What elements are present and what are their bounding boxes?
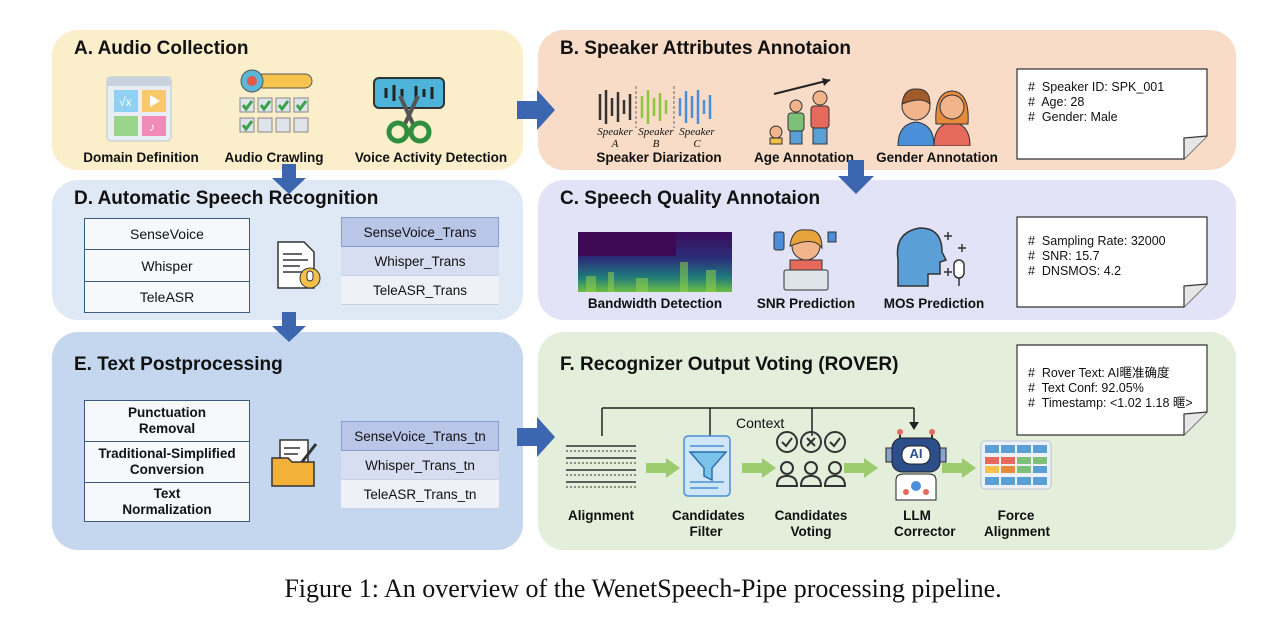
arrow-d-to-e [272,312,306,342]
candidates-voting-icon [775,431,847,487]
asr-trans-teleasr: TeleASR_Trans [341,276,499,305]
domain-definition-icon: √x ♪ [106,76,172,142]
arrow-b-to-c [838,160,874,194]
audio-crawling-icon [239,69,313,133]
panel-title: D. Automatic Speech Recognition [74,188,379,209]
label-audio-crawling: Audio Crawling [224,150,324,165]
context-label: Context [736,415,785,431]
context-feedback-lines [601,407,919,436]
label-mos-prediction: MOS Prediction [883,296,985,311]
speaker-attributes-note: Speaker ID: SPK_001 Age: 28 Gender: Male [1016,68,1208,160]
speaker-a-label: Speaker A [597,126,633,150]
asr-model-sensevoice: SenseVoice [84,218,250,250]
label-voice-activity-detection: Voice Activity Detection [354,150,508,165]
panel-title: B. Speaker Attributes Annotaion [560,38,852,59]
label-bandwidth-detection: Bandwidth Detection [587,296,723,311]
note-line: Sampling Rate: 32000 [1028,234,1166,249]
speech-quality-note: Sampling Rate: 32000 SNR: 15.7 DNSMOS: 4… [1016,216,1208,308]
note-line: Rover Text: AI暱准确度 [1028,366,1193,381]
rover-output-note: Rover Text: AI暱准确度 Text Conf: 92.05% Tim… [1016,344,1208,436]
spectrogram-image [578,232,732,292]
svg-text:♪: ♪ [149,120,155,134]
candidates-filter-icon [683,435,731,497]
label-force-alignment: Force Alignment [984,508,1050,539]
label-alignment: Alignment [568,508,634,523]
panel-speech-quality: C. Speech Quality Annotaion Bandwidth De… [538,180,1236,320]
panel-speaker-attributes: B. Speaker Attributes Annotaion Speaker … [538,30,1236,170]
panel-title: A. Audio Collection [74,38,249,59]
panel-rover: F. Recognizer Output Voting (ROVER) Cont… [538,332,1236,550]
label-domain-definition: Domain Definition [83,150,199,165]
note-line: Age: 28 [1028,95,1164,110]
label-speaker-diarization: Speaker Diarization [596,150,722,165]
step-punctuation-removal: Punctuation Removal [84,400,250,442]
flow-arrow-2 [742,458,776,478]
panel-title: F. Recognizer Output Voting (ROVER) [560,354,899,375]
step-traditional-simplified-conversion: Traditional-Simplified Conversion [84,441,250,483]
alignment-icon [566,445,636,488]
label-snr-prediction: SNR Prediction [756,296,856,311]
mos-prediction-icon [896,227,966,287]
document-speech-icon [277,241,321,289]
note-line: DNSMOS: 4.2 [1028,264,1166,279]
panel-title: E. Text Postprocessing [74,354,283,375]
tn-trans-whisper: Whisper_Trans_tn [341,451,499,480]
tn-trans-teleasr: TeleASR_Trans_tn [341,480,499,509]
force-alignment-icon [980,440,1052,490]
label-age-annotation: Age Annotation [754,150,854,165]
note-line: Gender: Male [1028,110,1164,125]
asr-model-whisper: Whisper [84,249,250,282]
llm-corrector-robot-icon [885,429,947,501]
label-gender-annotation: Gender Annotation [876,150,998,165]
label-candidates-filter: Candidates Filter [672,508,745,539]
panel-audio-collection: A. Audio Collection √x ♪ Domain Definiti… [52,30,523,170]
speaker-c-label: Speaker C [679,126,715,150]
note-line: Text Conf: 92.05% [1028,381,1193,396]
gender-annotation-icon [897,88,971,146]
step-text-normalization: Text Normalization [84,482,250,522]
label-candidates-voting: Candidates Voting [774,508,848,539]
note-line: SNR: 15.7 [1028,249,1166,264]
asr-trans-whisper: Whisper_Trans [341,247,499,276]
note-line: Speaker ID: SPK_001 [1028,80,1164,95]
arrow-a-to-b [517,90,555,130]
snr-prediction-icon [773,229,837,291]
flow-arrow-1 [646,458,680,478]
voice-activity-detection-icon [373,77,445,144]
note-line: Timestamp: <1.02 1.18 暱> [1028,396,1193,411]
arrow-a-to-d [272,164,306,194]
panel-text-postprocessing: E. Text Postprocessing Punctuation Remov… [52,332,523,550]
folder-edit-icon [271,439,318,487]
speaker-diarization-waveform-icon [598,86,712,128]
flow-arrow-4 [942,458,976,478]
age-annotation-icon [769,78,831,145]
label-llm-corrector: LLM Corrector [894,508,956,539]
flow-arrow-3 [844,458,878,478]
figure-caption: Figure 1: An overview of the WenetSpeech… [284,574,1002,603]
arrow-e-to-f [517,417,555,457]
asr-model-teleasr: TeleASR [84,281,250,313]
panel-automatic-speech-recognition: D. Automatic Speech Recognition SenseVoi… [52,180,523,320]
asr-trans-sensevoice: SenseVoice_Trans [341,217,499,247]
tn-trans-sensevoice: SenseVoice_Trans_tn [341,421,499,451]
panel-title: C. Speech Quality Annotaion [560,188,821,209]
robot-ai-label: AI [909,446,923,461]
svg-text:√x: √x [119,95,132,109]
speaker-b-label: Speaker B [638,126,674,150]
